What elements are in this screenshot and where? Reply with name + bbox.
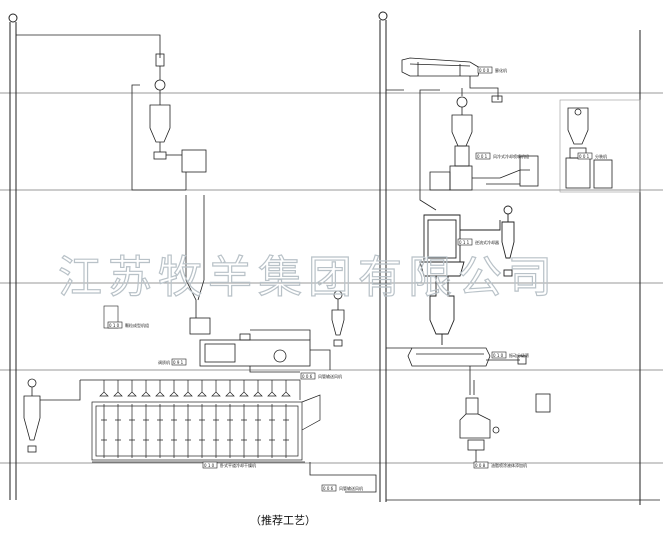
top-right-text: 膨化机 — [495, 67, 507, 73]
bottom-right-tag: 0 0 8 — [475, 463, 486, 468]
dryer-column — [225, 380, 235, 458]
bottom-tag: 0 0 6 — [323, 486, 334, 491]
top-right-machine — [386, 57, 503, 211]
dryer-column — [169, 380, 179, 458]
left-machine-text: 调质机 — [158, 359, 170, 365]
lower-right-tag: 0 1 0 — [493, 353, 504, 358]
label-texts: 0 1 0 颗粒成型机组 调质机 0 9 1 0 0 6 风管输送风机 0 1 … — [109, 67, 607, 491]
dryer-column — [183, 380, 193, 458]
cooler-text: 卧式平道冷却干燥机 — [220, 462, 256, 468]
dryer-column — [239, 380, 249, 458]
lower-right-text: 振动分级筛 — [509, 352, 529, 358]
bottom-duct — [309, 462, 660, 501]
fan-tag: 0 0 6 — [302, 374, 313, 379]
floor-lines — [0, 92, 663, 464]
dryer-column — [113, 380, 123, 458]
cooler-tag: 0 1 0 — [204, 463, 215, 468]
dryer-column — [197, 380, 207, 458]
left-small-box-tag: 0 1 0 — [109, 323, 120, 328]
center-text: 逆流式冷却器 — [475, 239, 499, 245]
watermark-text: 江苏牧羊集团有限公司 — [58, 252, 558, 303]
dryer-column — [211, 380, 221, 458]
far-right-tag: 0 0 1 — [579, 154, 590, 159]
far-right-text: 分装机 — [595, 153, 607, 159]
fan-text: 风管输送风机 — [318, 373, 342, 379]
left-machine-tag: 0 9 1 — [173, 360, 184, 365]
dryer-bank — [80, 379, 321, 463]
bottom-right-text: 油脂喷涂液体添加机 — [491, 462, 527, 468]
dryer-column — [127, 380, 137, 458]
left-small-box-text: 颗粒成型机组 — [125, 322, 149, 328]
right-mid-equipment — [429, 99, 641, 193]
dryer-column — [155, 380, 165, 458]
bottom-text: 风管输送风机 — [339, 485, 363, 491]
caption: （推荐工艺） — [250, 513, 316, 527]
center-cooler — [419, 205, 515, 345]
label-tags — [103, 66, 593, 492]
dryer-column — [281, 380, 291, 458]
dryer-column — [141, 380, 151, 458]
dryer-column — [99, 380, 109, 458]
mid-right-tag: 0 0 1 — [477, 154, 488, 159]
dryer-column — [253, 380, 263, 458]
lower-right-equipment — [386, 347, 551, 462]
dryer-column — [267, 380, 277, 458]
left-piping — [16, 34, 211, 335]
top-right-tag: 0 0 0 — [479, 68, 490, 73]
pellet-machine — [199, 290, 345, 373]
center-tag: 0 1 1 — [459, 240, 470, 245]
mid-right-text: 风冷式冷却喷嘴机组 — [493, 153, 529, 159]
left-cyclone — [23, 378, 81, 453]
